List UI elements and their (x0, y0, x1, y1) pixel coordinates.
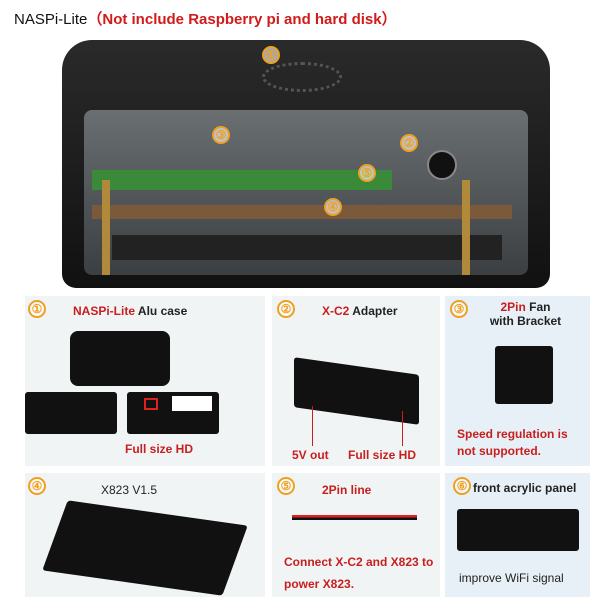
fan-note: Speed regulation is not supported. (457, 427, 568, 458)
cable-image (292, 515, 417, 520)
brass-standoff (462, 180, 470, 275)
x823-lower-board (112, 235, 502, 260)
panel-alu-case: ① NASPi-Lite Alu case Full size HD (25, 296, 265, 466)
callout-5v-out: 5V out (292, 448, 329, 462)
label-text-2: with Bracket (489, 314, 562, 328)
panel-x823: ④ X823 V1.5 (25, 473, 265, 597)
label-red: 2Pin (500, 300, 526, 314)
marker-4: ④ (324, 198, 342, 216)
panel-number: ② (277, 300, 295, 318)
front-panel-image (25, 392, 117, 434)
hdmi-highlight (144, 398, 158, 410)
panel-label: X-C2 Adapter (322, 304, 398, 318)
fan-image (495, 346, 553, 404)
panel-xc2-adapter: ② X-C2 Adapter 5V out Full size HD (272, 296, 440, 466)
panel-number: ① (28, 300, 46, 318)
label-text: Alu case (135, 304, 188, 318)
callout-line (402, 411, 403, 446)
title-note: （Not include Raspberry pi and hard disk） (87, 11, 397, 28)
case-image (70, 331, 170, 386)
panel-number: ④ (28, 477, 46, 495)
page-title: NASPi-Lite（Not include Raspberry pi and … (14, 8, 397, 29)
callout-full-size-hd: Full size HD (348, 448, 417, 462)
hero-product-image: ① ② ③ ④ ⑤ (62, 40, 550, 288)
callout-line (312, 406, 313, 446)
x823-board-image (42, 500, 248, 596)
x823-board (92, 205, 512, 219)
acrylic-note: improve WiFi signal (459, 571, 564, 585)
marker-2: ② (400, 134, 418, 152)
port-cutouts (172, 396, 212, 411)
panel-number: ⑤ (277, 477, 295, 495)
title-prefix: NASPi-Lite (14, 11, 88, 28)
fan-vent (262, 62, 342, 92)
panel-2pin-line: ⑤ 2Pin line Connect X-C2 and X823 to pow… (272, 473, 440, 597)
panel-label: 2Pin line (322, 483, 372, 497)
acrylic-panel-image (457, 509, 579, 551)
callout-full-size-hd: Full size HD (125, 442, 194, 456)
label-text: Adapter (349, 304, 398, 318)
panel-acrylic: ⑥ front acrylic panel improve WiFi signa… (445, 473, 590, 597)
panel-label: X823 V1.5 (101, 483, 158, 497)
label-red: X-C2 (322, 304, 350, 318)
cable-note: Connect X-C2 and X823 to power X823. (284, 555, 434, 591)
rear-panel-image (127, 392, 219, 434)
marker-3: ③ (212, 126, 230, 144)
label-text: Fan (525, 300, 551, 314)
marker-1: ① (262, 46, 280, 64)
brass-standoff (102, 180, 110, 275)
panel-number: ③ (450, 300, 468, 318)
raspberry-pi-board (92, 170, 392, 190)
power-button (427, 150, 457, 180)
label-red: NASPi-Lite (73, 304, 136, 318)
marker-5: ⑤ (358, 164, 376, 182)
panel-label: front acrylic panel (473, 481, 577, 495)
panel-number: ⑥ (453, 477, 471, 495)
panel-label: NASPi-Lite Alu case (73, 304, 187, 318)
